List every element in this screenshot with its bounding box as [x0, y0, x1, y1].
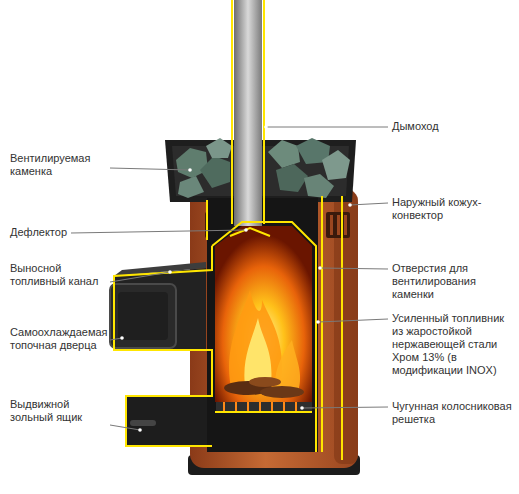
grate — [216, 402, 312, 412]
leader-dot — [318, 266, 322, 270]
vent-slot — [326, 212, 350, 238]
casing-side — [334, 192, 358, 464]
leader-line — [320, 268, 388, 269]
grate — [216, 402, 312, 412]
vent-bar — [330, 215, 333, 235]
leader-dot — [264, 125, 268, 129]
leader-dot — [244, 228, 248, 232]
firebox — [215, 226, 312, 402]
leader-line — [110, 425, 140, 430]
deflector-outline — [230, 228, 270, 236]
log — [260, 386, 304, 398]
vent-bar — [337, 215, 340, 235]
leader-dot — [348, 203, 352, 207]
leader-dot — [168, 270, 172, 274]
stone — [200, 156, 230, 188]
stone — [322, 150, 350, 180]
leader-line — [350, 203, 388, 205]
leader-dot — [316, 320, 320, 324]
part-label: Отверстия для вентилирования каменки — [392, 262, 514, 301]
stone — [206, 138, 232, 158]
part-label: Выносной топливный канал — [10, 262, 106, 288]
stone — [304, 174, 334, 198]
fuel-channel — [114, 268, 206, 350]
log — [249, 377, 281, 387]
leader-dot — [120, 336, 124, 340]
firebox-door — [110, 284, 176, 348]
cutaway-section — [207, 198, 318, 452]
leader-line — [110, 338, 122, 340]
leader-line — [71, 230, 246, 233]
grate-gap — [224, 402, 296, 412]
firebox-outline — [212, 222, 316, 452]
leader-line — [266, 127, 388, 128]
part-label: Дымоход — [392, 120, 439, 133]
chimney-outline — [232, 0, 264, 224]
part-label: Вентилируемая каменка — [10, 152, 106, 178]
stone — [178, 176, 204, 198]
logs — [224, 377, 304, 398]
leader-dot — [138, 428, 142, 432]
part-label: Усиленный топливник из жаростойкой нержа… — [392, 312, 514, 377]
part-label: Выдвижной зольный ящик — [10, 398, 106, 424]
chimney — [234, 0, 262, 226]
flame — [229, 290, 282, 392]
ash-drawer — [126, 396, 207, 446]
part-label: Самоохлаждаемая топочная дверца — [10, 326, 106, 352]
stone — [268, 140, 300, 168]
grate-outline — [215, 411, 312, 413]
part-label: Чугунная колосниковая решетка — [392, 400, 514, 426]
chimney-pipe — [234, 0, 262, 226]
leader-line — [302, 407, 388, 408]
leader-line — [318, 319, 388, 322]
part-label: Наружный кожух-конвектор — [392, 196, 514, 222]
leader-dot — [188, 168, 192, 172]
outer-casing — [190, 188, 358, 468]
stone — [276, 164, 308, 192]
leader-dot — [300, 406, 304, 410]
door-panel — [118, 292, 168, 340]
part-label: Дефлектор — [10, 226, 67, 239]
cutaway-interior — [207, 198, 318, 452]
vent-bar — [344, 215, 347, 235]
casing-outline — [207, 196, 342, 460]
leader-line — [110, 168, 190, 170]
channel-outline — [114, 246, 212, 446]
leader-line — [110, 272, 170, 282]
flames — [229, 290, 300, 392]
drawer-handle — [130, 420, 156, 426]
ash-drawer — [126, 396, 207, 446]
outer-casing — [190, 188, 358, 468]
